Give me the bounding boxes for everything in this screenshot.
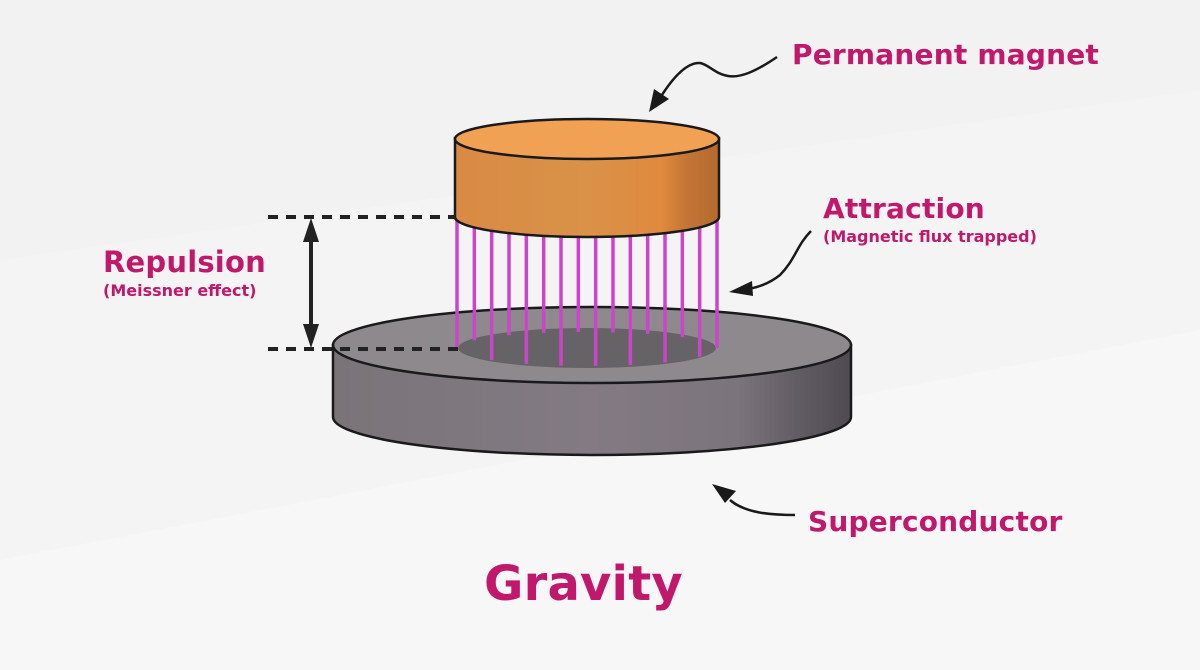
gravity-title: Gravity xyxy=(484,556,683,612)
background-facet xyxy=(0,330,1200,670)
repulsion-gap-arrow xyxy=(303,218,319,348)
repulsion-label: Repulsion xyxy=(103,245,266,279)
attraction-note: (Magnetic flux trapped) xyxy=(823,227,1037,246)
superconductor-pointer-arrow xyxy=(712,484,796,517)
attraction-label: Attraction xyxy=(823,192,985,225)
permanent-magnet-disc xyxy=(453,117,721,239)
repulsion-note: (Meissner effect) xyxy=(103,281,257,300)
magnet-pointer-arrow xyxy=(649,55,778,112)
superconductor-hole xyxy=(458,328,716,368)
magnetic-flux-lines xyxy=(455,215,719,366)
superconductor-disc xyxy=(331,305,853,457)
attraction-pointer-arrow xyxy=(729,230,812,296)
permanent-magnet-label: Permanent magnet xyxy=(792,38,1100,71)
superconductor-label: Superconductor xyxy=(808,505,1063,538)
